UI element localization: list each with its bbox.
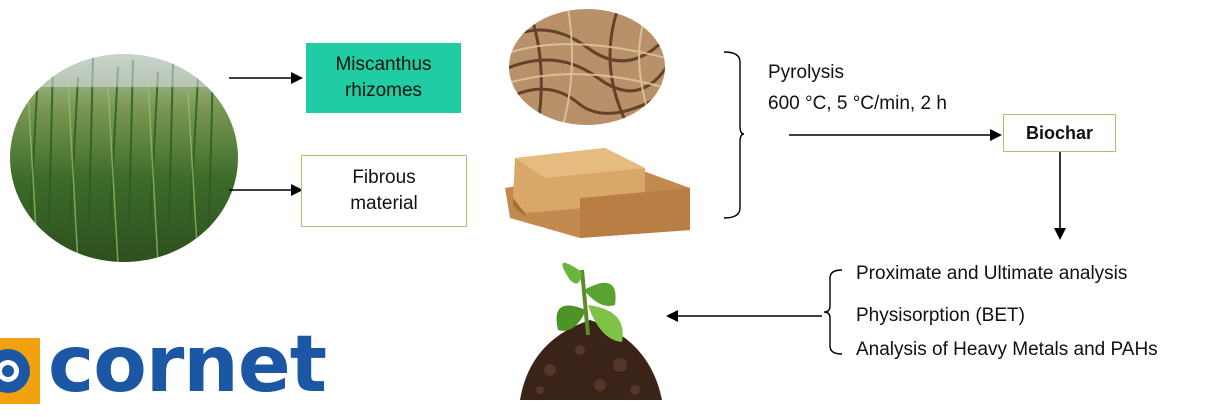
analysis-item-bet: Physisorption (BET) <box>856 305 1025 327</box>
cornet-logo-text: cornet <box>48 326 326 404</box>
pyrolysis-bracket <box>722 50 744 220</box>
soil-plant-photo <box>510 250 670 412</box>
pyrolysis-title: Pyrolysis <box>768 62 844 84</box>
analysis-item-heavy-metals: Analysis of Heavy Metals and PAHs <box>856 339 1158 361</box>
miscanthus-grass-photo <box>8 52 240 264</box>
analysis-item-proximate: Proximate and Ultimate analysis <box>856 263 1127 285</box>
arrow-to-fibrous <box>229 182 303 198</box>
fibrous-material-box: Fibrous material <box>301 155 467 227</box>
miscanthus-rhizomes-box: Miscanthus rhizomes <box>306 43 461 113</box>
arrow-biochar-down <box>1052 152 1068 242</box>
analysis-bracket <box>822 268 844 356</box>
arrow-to-miscanthus <box>229 70 303 86</box>
biochar-box: Biochar <box>1003 114 1116 152</box>
arrow-to-soil <box>666 308 822 324</box>
rhizomes-photo <box>508 8 666 126</box>
cornet-logo-mark <box>0 338 44 404</box>
arrow-to-biochar <box>789 127 1002 143</box>
fibrous-blocks-photo <box>485 138 695 240</box>
pyrolysis-conditions: 600 °C, 5 °C/min, 2 h <box>768 93 947 115</box>
